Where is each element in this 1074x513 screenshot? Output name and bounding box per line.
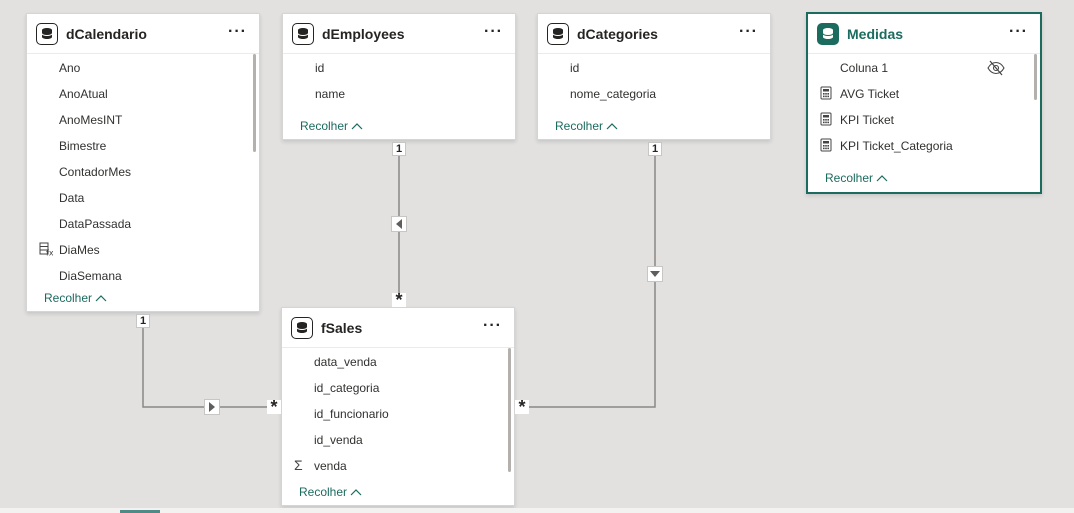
cardinality-many-marker: * [392,291,406,309]
svg-text:fx: fx [46,249,53,257]
scrollbar[interactable] [508,348,511,472]
table-card-dcategories[interactable]: dCategories ··· id nome_categoria Recolh… [537,13,771,140]
eye-hidden-icon[interactable] [987,60,1005,81]
collapse-link[interactable]: Recolher [825,171,888,185]
collapse-link[interactable]: Recolher [300,119,363,133]
field-item[interactable]: KPI Ticket [840,113,895,127]
field-item[interactable]: venda [314,459,347,473]
relationship-line-categories-sales [521,148,656,408]
field-item[interactable]: data_venda [314,355,377,369]
table-card-medidas[interactable]: Medidas ··· Coluna 1 AVG Ticket KPI Tick… [806,12,1042,194]
table-title: dCategories [577,25,658,42]
field-item[interactable]: DiaSemana [59,269,122,283]
field-item[interactable]: name [315,87,346,101]
relationship-line-calendario-sales [142,320,274,408]
field-item[interactable]: nome_categoria [570,87,657,101]
field-item[interactable]: Bimestre [59,139,107,153]
cardinality-one-marker: 1 [136,314,150,328]
scrollbar[interactable] [253,54,256,152]
field-item[interactable]: id_funcionario [314,407,389,421]
filter-direction-arrow-icon[interactable] [391,216,407,232]
database-icon [292,22,314,45]
field-item[interactable]: Data [59,191,85,205]
more-options-button[interactable]: ··· [228,23,247,40]
field-item[interactable]: DiaMes [59,243,100,257]
field-item[interactable]: ContadorMes [59,165,132,179]
table-card-demployees[interactable]: dEmployees ··· id name Recolher [282,13,516,140]
more-options-button[interactable]: ··· [483,317,502,334]
more-options-button[interactable]: ··· [484,23,503,40]
filter-direction-arrow-icon[interactable] [204,399,220,415]
field-item[interactable]: id_categoria [314,381,380,395]
collapse-link[interactable]: Recolher [299,485,362,499]
more-options-button[interactable]: ··· [1009,23,1028,40]
table-header[interactable]: dCategories ··· [538,14,770,54]
cardinality-many-marker: * [515,398,529,416]
chevron-up-icon [876,175,888,182]
collapse-link[interactable]: Recolher [555,119,618,133]
calculator-icon [820,112,834,128]
collapse-link[interactable]: Recolher [44,291,107,305]
field-item[interactable]: id [570,61,580,75]
field-item[interactable]: KPI Ticket_Categoria [840,139,953,153]
database-icon [547,22,569,45]
collapse-label: Recolher [555,119,604,133]
chevron-up-icon [351,123,363,130]
cardinality-one-marker: 1 [648,142,662,156]
table-title: fSales [321,319,363,336]
field-item[interactable]: AnoAtual [59,87,108,101]
table-header[interactable]: fSales ··· [282,308,514,348]
collapse-label: Recolher [825,171,874,185]
table-title: Medidas [847,25,904,42]
calculator-icon [820,86,834,102]
cardinality-one-marker: 1 [392,142,406,156]
collapse-label: Recolher [300,119,349,133]
table-title: dCalendario [66,25,147,42]
bottom-bar [0,508,1074,513]
filter-direction-arrow-icon[interactable] [647,266,663,282]
sigma-icon: Σ [294,457,303,473]
chevron-up-icon [95,295,107,302]
field-item[interactable]: DataPassada [59,217,132,231]
table-header[interactable]: Medidas ··· [808,14,1040,54]
table-header[interactable]: dEmployees ··· [283,14,515,54]
cardinality-many-marker: * [267,398,281,416]
database-icon [36,22,58,45]
field-item[interactable]: AnoMesINT [59,113,123,127]
database-icon [291,316,313,339]
table-card-fsales[interactable]: fSales ··· data_venda id_categoria id_fu… [281,307,515,506]
table-title: dEmployees [322,25,405,42]
field-item[interactable]: AVG Ticket [840,87,900,101]
more-options-button[interactable]: ··· [739,23,758,40]
field-item[interactable]: id_venda [314,433,363,447]
calculated-column-icon: fx [39,242,54,258]
active-layout-tab[interactable] [120,510,160,513]
field-item[interactable]: Ano [59,61,81,75]
table-card-dcalendario[interactable]: dCalendario ··· Ano AnoAtual AnoMesINT B… [26,13,260,312]
scrollbar[interactable] [1034,54,1037,100]
chevron-up-icon [606,123,618,130]
database-icon [817,22,839,45]
field-item[interactable]: id [315,61,325,75]
field-item[interactable]: Coluna 1 [840,61,889,75]
collapse-label: Recolher [44,291,93,305]
chevron-up-icon [350,489,362,496]
collapse-label: Recolher [299,485,348,499]
calculator-icon [820,138,834,154]
table-header[interactable]: dCalendario ··· [27,14,259,54]
